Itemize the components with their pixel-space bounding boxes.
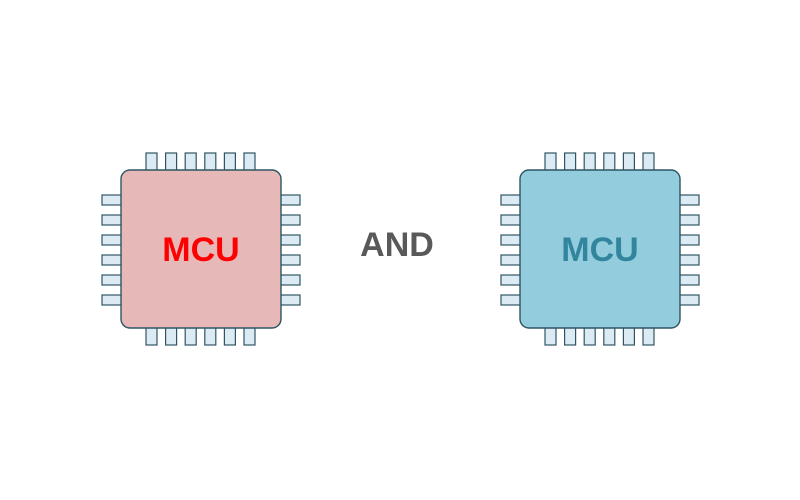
chip-pin-bottom (184, 326, 197, 346)
chip-pin-right (279, 294, 301, 306)
chip-pin-bottom (204, 326, 217, 346)
chip-pin-right (678, 274, 700, 286)
chip-pin-right (279, 254, 301, 266)
chip-label: MCU (561, 231, 638, 269)
chip-pin-bottom (642, 326, 655, 346)
chip-pin-left (101, 234, 123, 246)
chip-pin-right (678, 214, 700, 226)
mcu-chip-right: MCU (500, 152, 700, 346)
chip-pin-top (165, 152, 178, 172)
chip-pin-left (101, 274, 123, 286)
chip-label: MCU (162, 231, 239, 269)
chip-pin-bottom (622, 326, 636, 346)
chip-pin-top (583, 152, 596, 172)
chip-pin-right (678, 194, 700, 206)
chip-pin-left (101, 254, 123, 266)
chip-pin-top (243, 152, 256, 172)
chip-pin-left (500, 194, 522, 206)
chip-pin-bottom (603, 326, 616, 346)
chip-pin-left (500, 254, 522, 266)
chip-pin-top (544, 152, 557, 172)
chip-pin-left (500, 234, 522, 246)
chip-pin-bottom (165, 326, 178, 346)
chip-pin-left (500, 294, 522, 306)
chip-body (519, 169, 681, 329)
chip-pin-top (223, 152, 236, 172)
chip-pin-left (500, 274, 522, 286)
chip-pin-bottom (223, 326, 236, 346)
chip-pin-left (101, 214, 123, 226)
chip-pin-right (279, 214, 301, 226)
chip-pin-right (279, 234, 301, 246)
chip-pin-top (184, 152, 197, 172)
chip-pin-left (101, 294, 123, 306)
chip-pin-bottom (563, 326, 577, 346)
chip-pin-bottom (583, 326, 596, 346)
chip-pin-right (678, 234, 700, 246)
chip-pin-top (603, 152, 616, 172)
chip-pin-right (678, 254, 700, 266)
chip-pin-right (279, 194, 301, 206)
mcu-chip-left: MCU (101, 152, 301, 346)
chip-pin-left (500, 214, 522, 226)
chip-pin-top (145, 152, 158, 172)
chip-pin-top (642, 152, 655, 172)
chip-pin-left (101, 194, 123, 206)
chip-pin-bottom (544, 326, 557, 346)
chip-pin-right (678, 294, 700, 306)
chip-body (120, 169, 282, 329)
chip-pin-right (279, 274, 301, 286)
and-connector-text: AND (360, 226, 434, 264)
chip-pin-top (204, 152, 217, 172)
chip-pin-bottom (243, 326, 256, 346)
chip-pin-top (563, 152, 577, 172)
chip-pin-top (622, 152, 636, 172)
chip-pin-bottom (145, 326, 158, 346)
